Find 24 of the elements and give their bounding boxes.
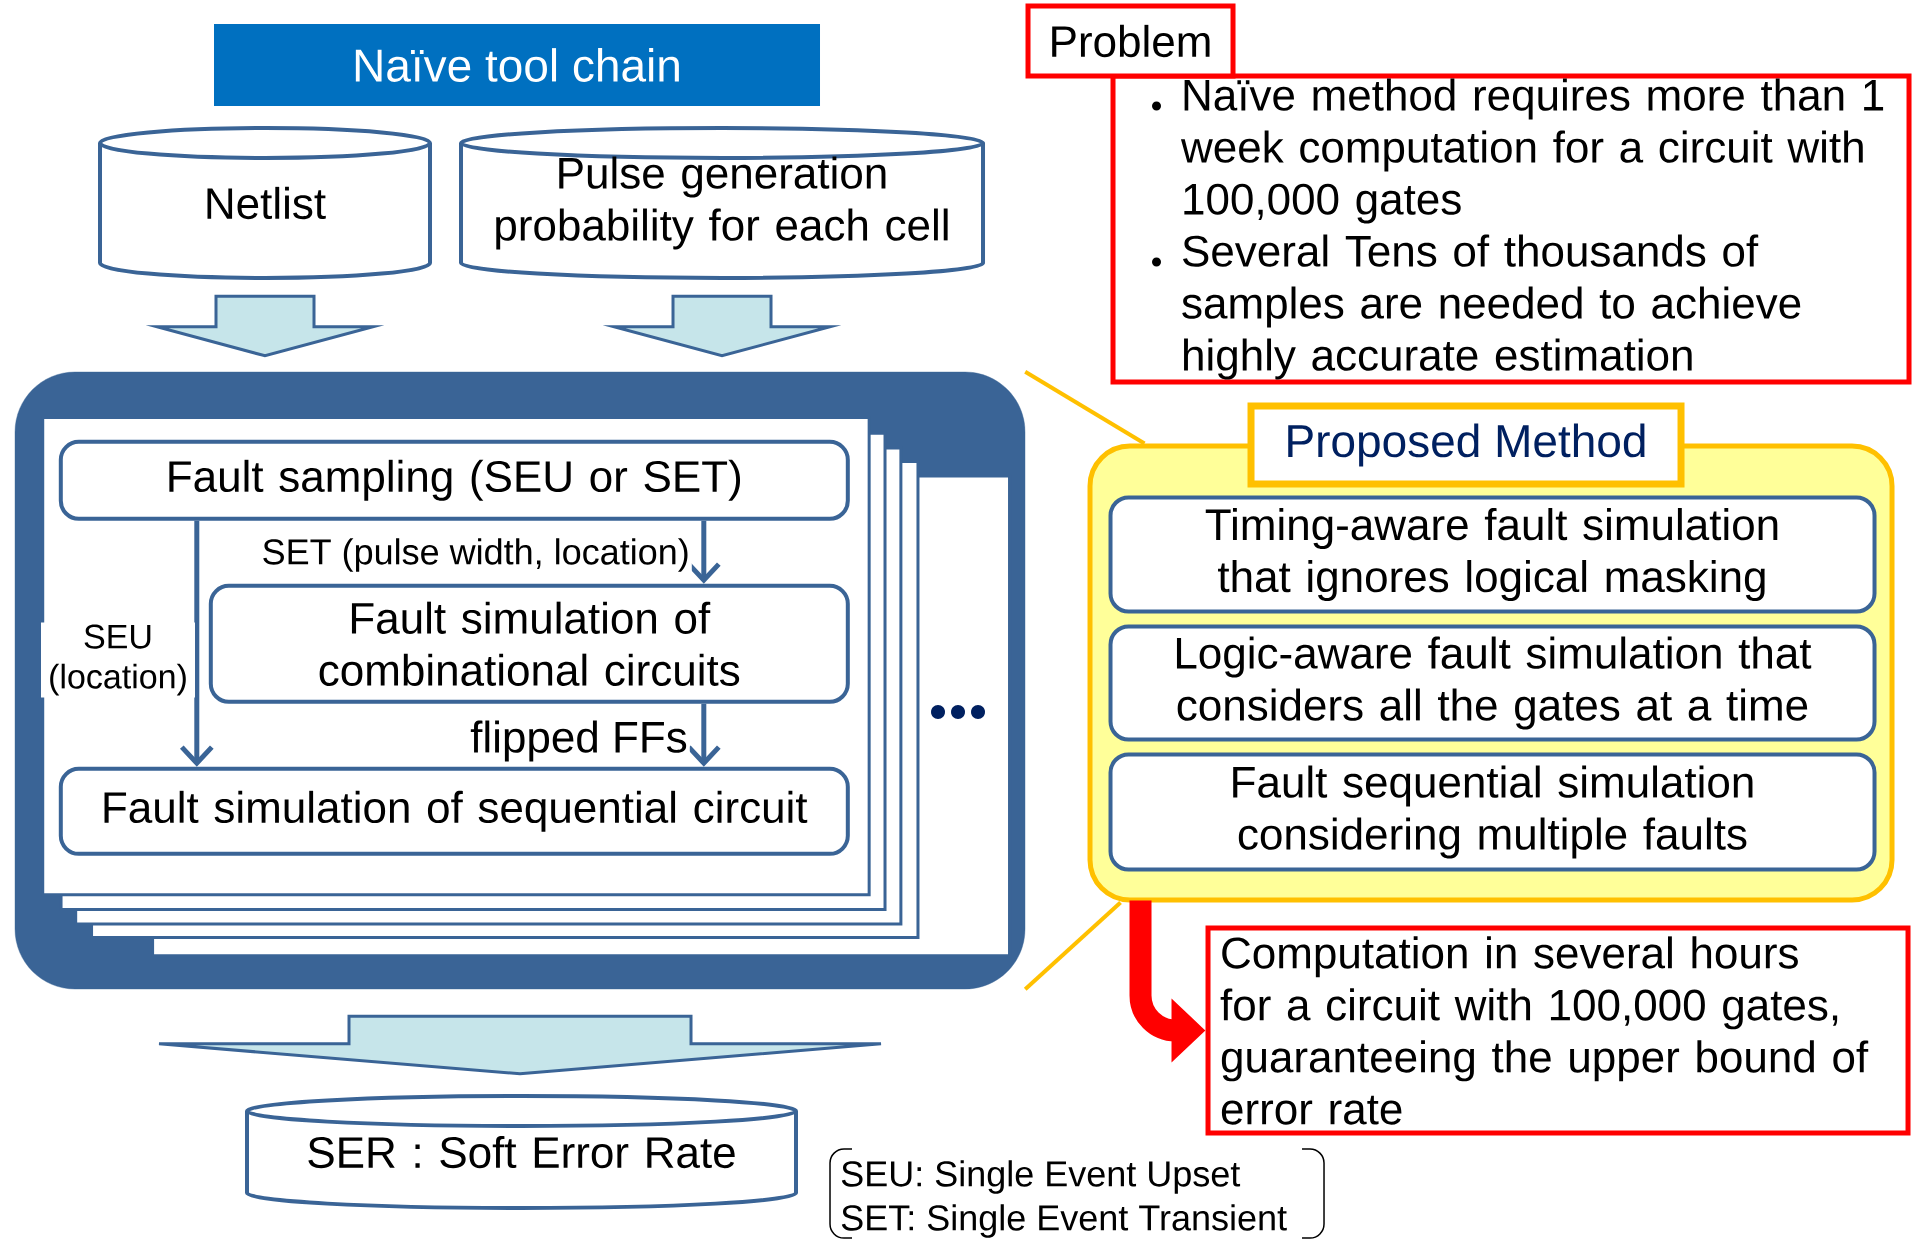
- process-box: Fault sampling (SEU or SET): [58, 439, 850, 521]
- result-box: Computation in several hours for a circuit with 100,000 gates, guaranteeing the upper bound of error rate: [1205, 925, 1911, 1136]
- process-box: Fault simulation of sequential circuit: [58, 766, 850, 856]
- edge-label: SEU (location): [41, 622, 195, 698]
- block-arrow: [157, 1014, 883, 1076]
- note-text: SET: Single Event Transient: [841, 1204, 1287, 1238]
- zoom-line: [1024, 370, 1146, 446]
- edge-label: SET (pulse width, location): [259, 536, 692, 574]
- method-box: Logic-aware fault simulation that considers all the gates at a time: [1108, 624, 1877, 742]
- method-box: Timing-aware fault simulation that ignores logical masking: [1108, 495, 1877, 614]
- process-box: Fault simulation of combinational circuits: [208, 583, 850, 704]
- heading-tab: Proposed Method: [1247, 402, 1685, 488]
- title-banner: Naïve tool chain: [214, 24, 820, 106]
- arrow: [180, 520, 214, 767]
- database-cylinder: Pulse generation probability for each cell: [459, 126, 985, 280]
- heading-tab: Problem: [1025, 3, 1236, 79]
- note-text: SEU: Single Event Upset: [841, 1160, 1241, 1194]
- database-cylinder: SER : Soft Error Rate: [245, 1094, 798, 1210]
- database-cylinder: Netlist: [98, 126, 432, 280]
- zoom-line: [1023, 901, 1122, 991]
- method-box: Fault sequential simulation considering multiple faults: [1108, 752, 1877, 872]
- edge-label: flipped FFs: [468, 718, 690, 764]
- problem-box: Naïve method requires more than 1 week computation for a circuit with 100,000 gates Several Tens of thousands of samples are needed to achieve highly accurate estimation: [1110, 73, 1912, 385]
- node-label: SER : Soft Error Rate: [308, 1135, 735, 1169]
